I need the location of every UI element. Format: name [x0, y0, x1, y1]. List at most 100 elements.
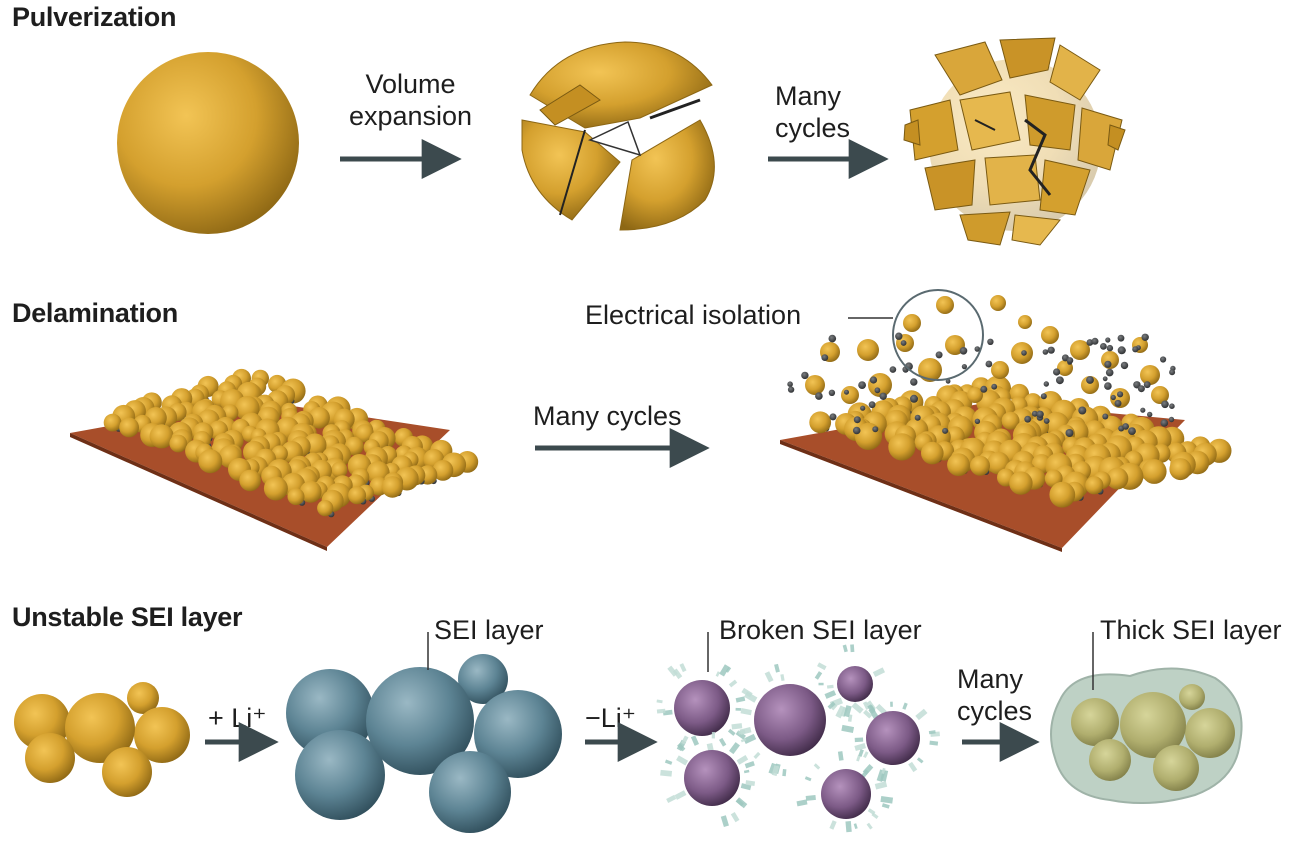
- pristine-particles: [14, 682, 190, 797]
- carbon-additive: [1147, 411, 1153, 418]
- sei-fragment: [872, 667, 886, 677]
- sei-fragment: [728, 679, 738, 688]
- sei-fragment: [679, 663, 687, 673]
- many-cycles-label-top: Many cycles: [775, 80, 850, 144]
- sei-fragment: [780, 674, 785, 682]
- sei-fragment: [690, 735, 700, 746]
- delamination-scattered-particles: [787, 295, 1232, 508]
- sei-fragment: [881, 803, 890, 809]
- active-particle: [169, 434, 188, 453]
- delamination-arrow-label: Many cycles: [533, 401, 682, 431]
- delithiated-core: [866, 711, 920, 765]
- thick-sei-particles: [1050, 667, 1243, 805]
- sei-fragment: [902, 702, 908, 710]
- sei-fragment: [824, 690, 837, 699]
- sei-fragment: [739, 726, 752, 735]
- sei-fragment: [720, 815, 729, 828]
- carbon-additive: [858, 381, 866, 389]
- detached-particle: [1070, 340, 1090, 360]
- sei-fragment: [805, 795, 816, 801]
- carbon-additive: [1024, 415, 1032, 423]
- carbon-additive: [987, 338, 994, 345]
- active-particle: [888, 433, 916, 461]
- isolation-circle: [892, 289, 984, 381]
- cracked-particle: [521, 41, 715, 231]
- sei-fragment: [735, 707, 742, 711]
- sei-fragment: [854, 737, 864, 743]
- carbon-additive: [1065, 429, 1074, 437]
- detached-particle: [1041, 326, 1059, 344]
- delamination-title: Delamination: [12, 298, 178, 328]
- carbon-additive: [787, 381, 793, 388]
- carbon-additive: [991, 383, 998, 390]
- sei-fragment: [735, 730, 746, 740]
- detached-particle: [805, 375, 825, 395]
- sei-fragment: [681, 735, 689, 745]
- sei-fragment: [719, 664, 730, 677]
- active-particle: [119, 417, 139, 438]
- carbon-additive: [829, 413, 837, 421]
- sei-fragment: [743, 769, 750, 774]
- sei-fragment: [890, 701, 893, 707]
- sei-fragment: [731, 723, 743, 730]
- sei-fragment: [869, 705, 876, 712]
- carbon-additive: [935, 351, 943, 359]
- carbon-additive: [1169, 403, 1175, 410]
- sei-fragment: [804, 776, 812, 782]
- sei-fragment: [880, 795, 894, 804]
- sei-fragment: [727, 728, 736, 736]
- unstable-sei-title: Unstable SEI layer: [12, 602, 243, 632]
- carbon-additive: [1086, 376, 1094, 384]
- carbon-additive: [1168, 416, 1175, 423]
- delithiated-core: [754, 684, 826, 756]
- sei-fragment: [735, 696, 746, 703]
- sei-fragment: [863, 709, 873, 719]
- carbon-additive: [852, 426, 861, 435]
- sei-fragment: [711, 731, 716, 739]
- sei-fragment: [745, 780, 756, 787]
- carbon-additive: [1043, 418, 1050, 424]
- sei-fragment: [875, 703, 887, 715]
- sei-fragment: [753, 751, 761, 759]
- sei-fragment: [841, 724, 855, 733]
- sei-fragment: [856, 755, 861, 762]
- active-particle: [1106, 467, 1129, 490]
- carbon-additive: [1117, 334, 1125, 342]
- carbon-additive: [914, 414, 921, 421]
- sei-fragment: [666, 794, 677, 804]
- detached-particle: [1018, 315, 1032, 329]
- carbon-additive: [1040, 393, 1047, 400]
- detached-particle: [857, 339, 879, 361]
- sei-fragment: [764, 671, 774, 683]
- sei-fragment: [674, 790, 687, 800]
- carbon-additive: [1066, 357, 1074, 364]
- sei-fragment: [662, 709, 673, 716]
- carbon-additive: [815, 392, 823, 400]
- sei-fragment: [676, 755, 689, 766]
- carbon-additive: [1100, 343, 1107, 350]
- active-particle: [1085, 476, 1104, 495]
- sei-fragment: [874, 781, 888, 790]
- carbon-additive: [974, 346, 981, 352]
- carbon-additive: [828, 389, 836, 396]
- sei-fragment: [664, 759, 673, 765]
- carbon-additive: [874, 387, 881, 394]
- sei-fragment: [818, 682, 824, 686]
- sei-fragment: [863, 751, 869, 759]
- delithiated-core: [821, 769, 871, 819]
- carbon-additive: [853, 416, 861, 424]
- sei-fragment: [916, 757, 924, 764]
- sei-fragment: [928, 730, 936, 735]
- sei-fragment: [827, 701, 836, 710]
- active-particle: [317, 500, 334, 517]
- carbon-additive: [1169, 369, 1176, 376]
- active-particle: [1169, 458, 1192, 481]
- delithiated-core: [837, 666, 873, 702]
- carbon-additive: [1120, 361, 1129, 370]
- lithiated-particles: [286, 654, 562, 833]
- sei-fragment: [677, 743, 686, 752]
- active-particle: [809, 411, 832, 434]
- carbon-additive: [910, 394, 918, 403]
- carbon-additive: [821, 354, 829, 361]
- sei-fragment: [782, 769, 787, 777]
